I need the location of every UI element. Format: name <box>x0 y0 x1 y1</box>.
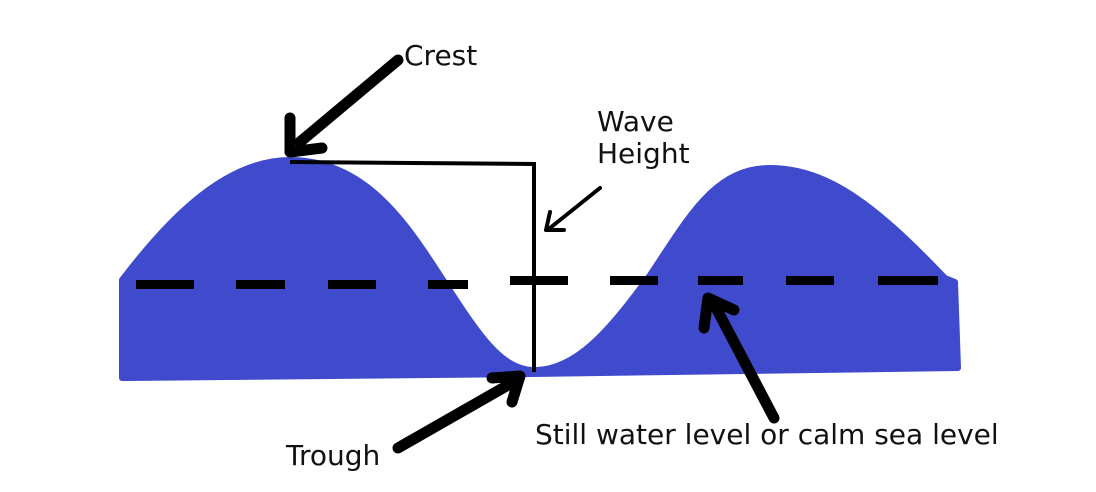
still-water-level <box>136 276 938 289</box>
trough-arrow <box>392 370 526 454</box>
trough-label: Trough <box>286 439 381 472</box>
crest-label: Crest <box>404 39 478 72</box>
water-body <box>119 157 961 381</box>
wave-height-label-line2: Height <box>597 137 690 171</box>
wave-height-label: Wave Height <box>597 105 690 171</box>
still-water-label: Still water level or calm sea level <box>535 418 999 451</box>
still-water-arrow <box>698 292 780 424</box>
wave-height-label-line1: Wave <box>597 105 674 138</box>
crest-arrow <box>284 54 404 158</box>
wave-height-bracket <box>289 160 536 372</box>
wave-height-arrow <box>544 186 602 232</box>
